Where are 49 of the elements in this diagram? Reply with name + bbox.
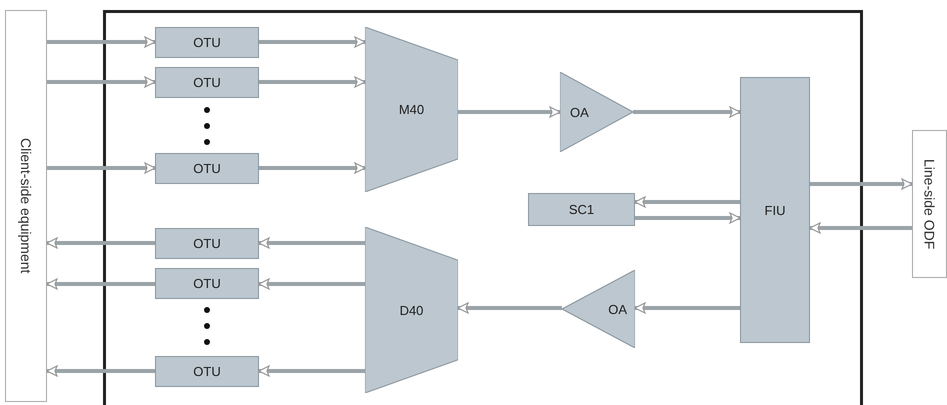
arrow — [46, 278, 155, 290]
unit-label: FIU — [764, 202, 786, 218]
arrow — [259, 162, 366, 174]
unit-box — [155, 153, 259, 184]
arrow — [46, 365, 155, 377]
arrow — [258, 365, 365, 377]
arrow — [258, 237, 365, 249]
arrow — [634, 196, 740, 208]
unit-box — [155, 228, 259, 259]
unit-label: OTU — [193, 364, 221, 379]
equipment-label: Line-side ODF — [922, 158, 938, 250]
unit-label: SC1 — [568, 202, 594, 217]
unit-label: OTU — [193, 236, 221, 251]
arrow — [47, 76, 156, 88]
arrow — [259, 76, 366, 88]
unit-box — [528, 193, 635, 226]
equipment-label: Client-side equipment — [18, 138, 34, 274]
equipment-box — [5, 10, 47, 402]
unit-label: M40 — [398, 102, 424, 117]
unit-box — [155, 27, 259, 58]
unit-label: OTU — [193, 161, 221, 176]
arrow — [457, 302, 562, 314]
equipment-frame — [103, 10, 863, 405]
unit-label: OTU — [193, 276, 221, 291]
arrow — [258, 278, 365, 290]
equipment-box — [912, 130, 947, 278]
unit-label: OA — [608, 302, 627, 316]
unit-box — [155, 356, 259, 387]
unit-label: OA — [570, 104, 589, 120]
unit-box — [155, 268, 259, 299]
arrow — [809, 222, 912, 234]
arrow — [635, 212, 741, 224]
arrow — [458, 106, 561, 118]
arrow — [810, 178, 913, 190]
unit-label: OTU — [193, 35, 221, 50]
unit-box — [740, 77, 810, 343]
unit-box — [155, 67, 259, 98]
unit-label: OTU — [193, 75, 221, 90]
arrow — [259, 36, 366, 48]
arrow — [47, 36, 156, 48]
multiplexer-block — [365, 27, 458, 192]
arrow — [47, 162, 156, 174]
multiplexer-block — [365, 227, 458, 393]
arrow — [46, 237, 155, 249]
amplifier-triangle — [560, 72, 633, 152]
amplifier-triangle — [562, 270, 635, 348]
unit-label: D40 — [400, 302, 424, 318]
arrow — [634, 302, 740, 314]
arrow — [633, 106, 741, 118]
